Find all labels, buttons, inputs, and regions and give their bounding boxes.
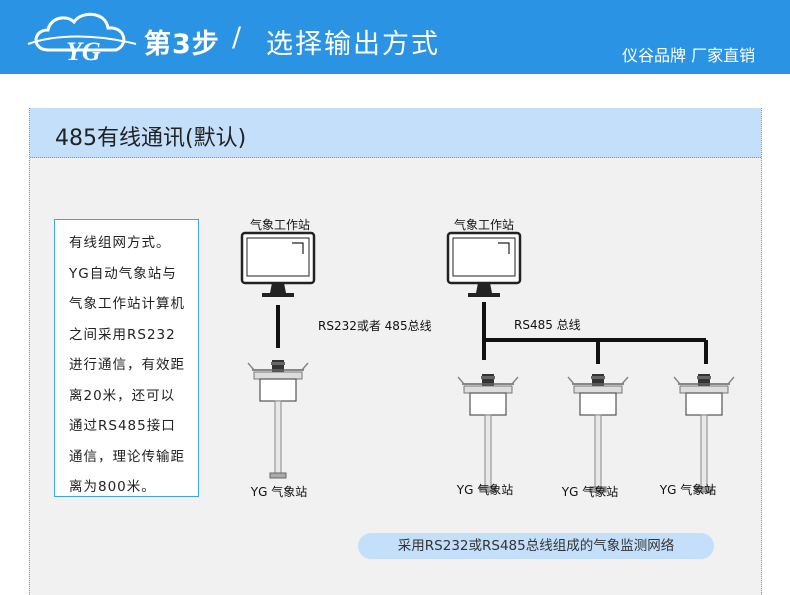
panel-header: 485有线通讯(默认): [30, 108, 761, 158]
workstation-label-1: 气象工作站: [250, 217, 310, 232]
title-divider: /: [232, 22, 242, 53]
yg-logo-icon: YG: [27, 12, 137, 66]
station-label-2: YG 气象站: [456, 482, 513, 497]
station-label-1: YG 气象站: [250, 484, 307, 499]
description-box: 有线组网方式。YG自动气象站与气象工作站计算机之间采用RS232进行通信，有效距…: [54, 219, 199, 497]
weather-station-icon-4: [673, 373, 735, 493]
brand-slogan: 仪谷品牌 厂家直销: [622, 46, 756, 65]
panel-title: 485有线通讯(默认): [55, 126, 247, 151]
description-text: 有线组网方式。YG自动气象站与气象工作站计算机之间采用RS232进行通信，有效距…: [69, 235, 185, 495]
computer-icon-2: [446, 231, 522, 299]
diagram-caption: 采用RS232或RS485总线组成的气象监测网络: [358, 533, 714, 559]
station-label-3: YG 气象站: [561, 484, 618, 499]
workstation-label-2: 气象工作站: [454, 217, 514, 232]
step-title: 第3步: [144, 29, 220, 60]
station-label-4: YG 气象站: [659, 482, 716, 497]
section-title: 选择输出方式: [266, 29, 440, 60]
bus-label-1: RS232或者 485总线: [318, 319, 432, 333]
computer-icon-1: [240, 231, 316, 299]
rs485-bus: [482, 302, 708, 364]
bus-label-2: RS485 总线: [514, 318, 581, 332]
weather-station-icon-3: [567, 373, 629, 493]
page-header: YG 第3步 / 选择输出方式 仪谷品牌 厂家直销: [0, 0, 790, 74]
weather-station-icon-2: [457, 373, 519, 493]
weather-station-icon-1: [247, 359, 309, 479]
logo-text: YG: [66, 37, 101, 66]
